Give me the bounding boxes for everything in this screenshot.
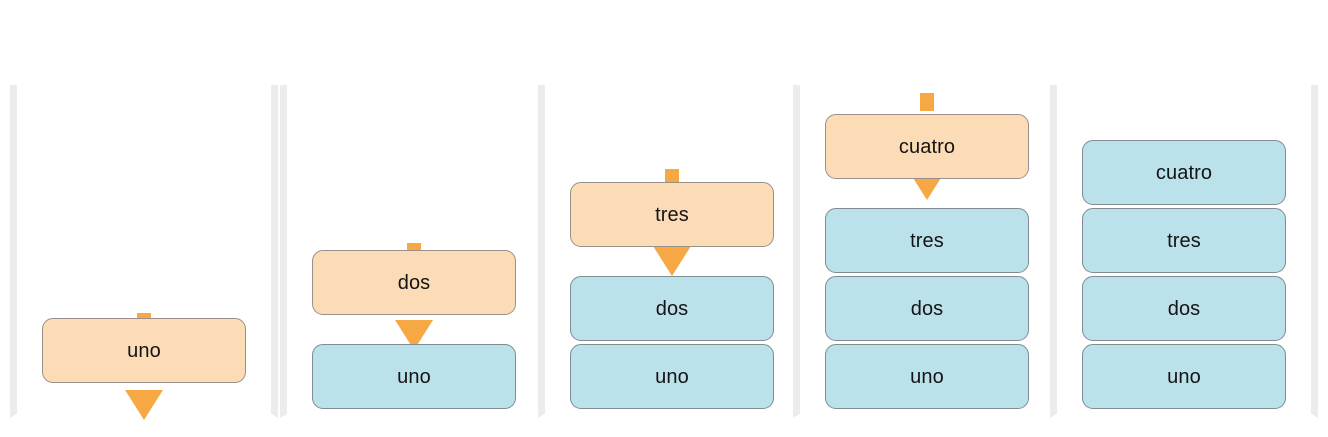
stack-element-label: uno bbox=[1167, 365, 1201, 388]
stack-column: uno dos bbox=[312, 250, 516, 409]
stack-element-label: cuatro bbox=[1155, 161, 1213, 184]
arrow-head bbox=[125, 390, 163, 420]
stack-element-label: dos bbox=[1167, 297, 1201, 320]
stack-element-label: uno bbox=[127, 339, 161, 362]
stack-frame-body: uno dos tres bbox=[545, 85, 799, 414]
stack-frame-body: uno dos tres cuatro bbox=[1057, 85, 1311, 414]
incoming-element-box[interactable]: cuatro bbox=[825, 114, 1029, 179]
stack-element-label: uno bbox=[910, 365, 944, 388]
stack-frame-body: uno dos bbox=[287, 85, 541, 414]
stack-element-box[interactable]: tres bbox=[1082, 208, 1286, 273]
stack-element-label: tres bbox=[1167, 229, 1201, 252]
stack-column: uno dos tres bbox=[570, 182, 774, 409]
stack-element-box[interactable]: dos bbox=[1082, 276, 1286, 341]
incoming-element-box[interactable]: tres bbox=[570, 182, 774, 247]
stack-column: uno dos tres cuatro bbox=[1082, 140, 1286, 409]
stack-element-label: dos bbox=[397, 271, 431, 294]
incoming-element-box[interactable]: uno bbox=[42, 318, 246, 383]
stack-element-label: uno bbox=[655, 365, 689, 388]
stack-element-label: tres bbox=[910, 229, 944, 252]
stack-frame-2: uno dos bbox=[280, 85, 548, 418]
stack-element-label: dos bbox=[655, 297, 689, 320]
stack-element-label: uno bbox=[397, 365, 431, 388]
stack-column: uno bbox=[42, 318, 246, 409]
stack-column: uno dos tres cuatro bbox=[825, 114, 1029, 409]
arrow-head bbox=[653, 246, 691, 276]
stack-element-box[interactable]: uno bbox=[312, 344, 516, 409]
incoming-element-box[interactable]: dos bbox=[312, 250, 516, 315]
stack-frame-5: uno dos tres cuatro bbox=[1050, 85, 1318, 418]
stack-element-box[interactable]: tres bbox=[825, 208, 1029, 273]
stack-element-box[interactable]: uno bbox=[825, 344, 1029, 409]
stack-element-box[interactable]: cuatro bbox=[1082, 140, 1286, 205]
stack-element-label: tres bbox=[655, 203, 689, 226]
stack-element-box[interactable]: uno bbox=[1082, 344, 1286, 409]
stack-element-label: cuatro bbox=[898, 135, 956, 158]
arrow-dash bbox=[920, 93, 934, 111]
stack-element-box[interactable]: dos bbox=[825, 276, 1029, 341]
stack-frame-1: uno bbox=[10, 85, 278, 420]
stack-frame-body: uno bbox=[17, 85, 271, 420]
stack-element-box[interactable]: uno bbox=[570, 344, 774, 409]
stack-frame-3: uno dos tres bbox=[538, 85, 806, 418]
stack-frame-4: uno dos tres cuatro bbox=[793, 85, 1061, 418]
stack-element-box[interactable]: dos bbox=[570, 276, 774, 341]
stack-element-label: dos bbox=[910, 297, 944, 320]
stack-frame-body: uno dos tres cuatro bbox=[800, 85, 1054, 414]
